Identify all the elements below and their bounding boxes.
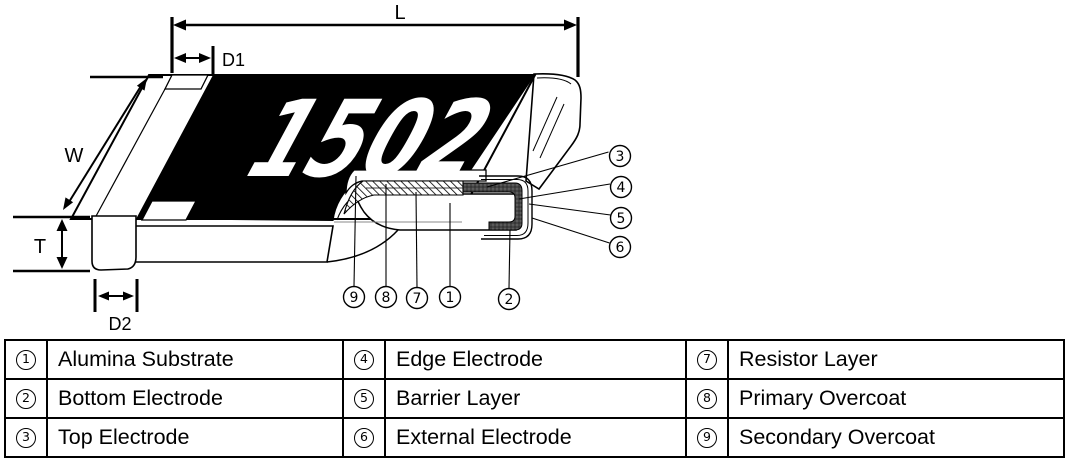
callout-3-number: 3 bbox=[616, 149, 625, 165]
legend-number-cell: 8 bbox=[685, 378, 729, 419]
right-end-cap-inner-line bbox=[536, 77, 572, 85]
callout-7-number: 7 bbox=[413, 291, 422, 307]
circled-number: 2 bbox=[16, 388, 36, 409]
legend-row-1: 1 Alumina Substrate 4 Edge Electrode 7 R… bbox=[4, 339, 1065, 380]
legend-label-cell: Resistor Layer bbox=[727, 339, 1065, 380]
resistor-layer-section bbox=[343, 180, 464, 215]
right-end-cap-shine-2 bbox=[539, 103, 565, 159]
cutaway-lower-curve bbox=[326, 229, 399, 263]
callout-8-number: 8 bbox=[382, 290, 391, 306]
legend-number-cell: 6 bbox=[342, 417, 386, 458]
dimension-label-T: T bbox=[34, 236, 46, 258]
circled-number: 5 bbox=[354, 388, 374, 409]
circled-number: 7 bbox=[697, 349, 717, 370]
right-end-cap-shine-1 bbox=[532, 96, 558, 152]
leader-line-3 bbox=[486, 151, 609, 188]
legend-label-cell: Edge Electrode bbox=[384, 339, 687, 380]
legend-number-cell: 2 bbox=[4, 378, 48, 419]
leader-line-5 bbox=[528, 203, 611, 216]
barrier-layer-outline bbox=[481, 179, 529, 236]
legend-row-2: 2 Bottom Electrode 5 Barrier Layer 8 Pri… bbox=[4, 378, 1065, 419]
callout-4-number: 4 bbox=[617, 180, 626, 196]
dimension-D1: D1 bbox=[174, 46, 245, 74]
left-cap-bottom-notch bbox=[140, 200, 198, 221]
legend-label-cell: Alumina Substrate bbox=[46, 339, 344, 380]
dimension-label-D2: D2 bbox=[108, 314, 131, 334]
leader-line-2 bbox=[508, 229, 511, 289]
legend-label-cell: External Electrode bbox=[384, 417, 687, 458]
callout-4: 4 bbox=[609, 175, 633, 199]
dimension-D2: D2 bbox=[93, 279, 139, 334]
legend-label-cell: Bottom Electrode bbox=[46, 378, 344, 419]
dimension-label-D1: D1 bbox=[222, 50, 245, 70]
dimension-T: T bbox=[13, 215, 90, 273]
dimension-label-L: L bbox=[394, 2, 405, 24]
circled-number: 1 bbox=[16, 349, 36, 370]
callouts-right: 3 4 5 6 bbox=[486, 144, 633, 259]
callout-6: 6 bbox=[608, 235, 632, 259]
callout-5-number: 5 bbox=[617, 211, 626, 227]
left-cap-top-notch bbox=[163, 74, 210, 90]
callout-3: 3 bbox=[608, 144, 632, 168]
callout-1: 1 bbox=[438, 285, 462, 309]
dimension-L: L bbox=[170, 2, 580, 77]
callout-6-number: 6 bbox=[616, 240, 625, 256]
legend-number-cell: 1 bbox=[4, 339, 48, 380]
circled-number: 9 bbox=[697, 427, 717, 448]
callout-2: 2 bbox=[497, 287, 521, 311]
circled-number: 6 bbox=[354, 427, 374, 448]
dimension-W: W bbox=[63, 75, 163, 210]
secondary-overcoat-section bbox=[345, 169, 487, 196]
legend-number-cell: 7 bbox=[685, 339, 729, 380]
callouts-bottom: 9 8 7 1 2 bbox=[342, 175, 521, 311]
edge-electrode-section bbox=[462, 182, 523, 231]
cross-section bbox=[334, 169, 533, 240]
legend-table: 1 Alumina Substrate 4 Edge Electrode 7 R… bbox=[4, 339, 1065, 458]
legend-row-3: 3 Top Electrode 6 External Electrode 9 S… bbox=[4, 417, 1065, 458]
right-end-cap-outline bbox=[525, 73, 582, 191]
legend-number-cell: 9 bbox=[685, 417, 729, 458]
leader-line-6 bbox=[531, 217, 610, 244]
callout-5: 5 bbox=[609, 206, 633, 230]
callout-7: 7 bbox=[405, 286, 429, 310]
legend-label-cell: Primary Overcoat bbox=[727, 378, 1065, 419]
circled-number: 3 bbox=[16, 427, 36, 448]
callout-1-number: 1 bbox=[446, 290, 455, 306]
resistor-construction-diagram: 1502 L D1 W bbox=[13, 2, 633, 334]
legend-number-cell: 3 bbox=[4, 417, 48, 458]
chip-front-face bbox=[116, 225, 334, 263]
circled-number: 4 bbox=[354, 349, 374, 370]
callout-9: 9 bbox=[342, 285, 366, 309]
legend-number-cell: 4 bbox=[342, 339, 386, 380]
leader-line-4 bbox=[518, 183, 611, 200]
legend-label-cell: Top Electrode bbox=[46, 417, 344, 458]
callout-2-number: 2 bbox=[505, 292, 514, 308]
chip-body bbox=[69, 73, 582, 271]
legend-label-cell: Secondary Overcoat bbox=[727, 417, 1065, 458]
left-end-cap-front bbox=[91, 215, 137, 271]
leader-line-9 bbox=[353, 175, 357, 287]
callout-8: 8 bbox=[374, 285, 398, 309]
dimension-label-W: W bbox=[65, 145, 84, 167]
leader-line-7 bbox=[415, 191, 418, 288]
left-cap-edge-line bbox=[94, 88, 166, 219]
chip-marking-face bbox=[136, 75, 535, 221]
callout-9-number: 9 bbox=[350, 290, 359, 306]
circled-number: 8 bbox=[697, 388, 717, 409]
legend-number-cell: 5 bbox=[342, 378, 386, 419]
legend-label-cell: Barrier Layer bbox=[384, 378, 687, 419]
